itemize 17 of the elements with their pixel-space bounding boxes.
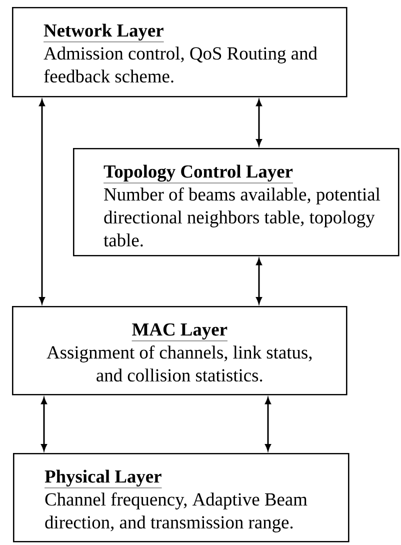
layer-description: Channel frequency, Adaptive Beam direction, and transmission range. [45,492,308,532]
layer-description: Number of beams available, potential directional neighbors table, topology table. [104,187,380,247]
layer-heading: MAC Layer [132,323,228,342]
layer-box [12,7,348,98]
layer-description: Assignment of channels, link status, and collision statistics. [46,345,312,382]
double-arrow [256,258,262,304]
double-arrow [39,100,45,304]
layer-heading: Network Layer [43,24,164,42]
layer-heading: Topology Control Layer [103,164,294,184]
layer-box [12,306,348,396]
double-arrow [41,398,47,451]
layer-description: Admission control, QoS Routing and feedback scheme. [44,46,318,83]
double-arrow [256,100,262,146]
layer-box [73,148,400,256]
layer-heading: Physical Layer [44,470,162,488]
double-arrow [265,398,271,451]
layer-box [13,453,350,542]
